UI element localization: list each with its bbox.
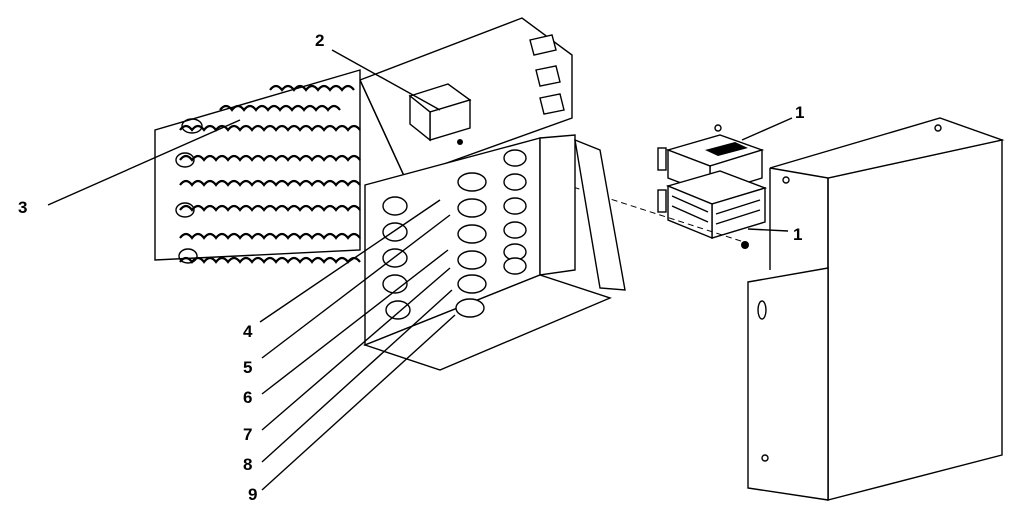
callout-7: 7 (243, 425, 252, 444)
limit-switch-panel (362, 134, 626, 371)
leader-9 (261, 314, 456, 491)
cabinet-enclosure (747, 117, 1005, 501)
heating-element-coils (154, 69, 361, 264)
leader-2 (331, 49, 441, 111)
leader-3 (47, 119, 241, 206)
leader-4 (259, 199, 441, 323)
assembly-guide-line (544, 177, 745, 243)
leader-6 (261, 249, 449, 395)
switch-column-middle (455, 172, 487, 318)
callout-6: 6 (243, 388, 252, 407)
callout-8: 8 (243, 455, 252, 474)
leader-7 (261, 267, 451, 431)
callout-3: 3 (18, 198, 27, 217)
callout-4: 4 (243, 322, 253, 341)
switch-column-left (382, 196, 411, 320)
leader-1b (747, 228, 789, 232)
callout-1b: 1 (793, 225, 802, 244)
callout-leaders (47, 49, 793, 491)
callout-2: 2 (315, 31, 324, 50)
callout-5: 5 (243, 358, 252, 377)
leader-1a (741, 117, 793, 141)
control-box-panel (359, 17, 573, 179)
callout-9: 9 (248, 485, 257, 504)
callout-1a: 1 (795, 103, 804, 122)
contactor-assembly (657, 124, 768, 249)
switch-column-right (503, 149, 527, 275)
leader-8 (261, 289, 453, 463)
callout-labels: 1 1 2 3 4 5 6 7 8 9 (18, 31, 804, 504)
leader-5 (261, 214, 451, 359)
